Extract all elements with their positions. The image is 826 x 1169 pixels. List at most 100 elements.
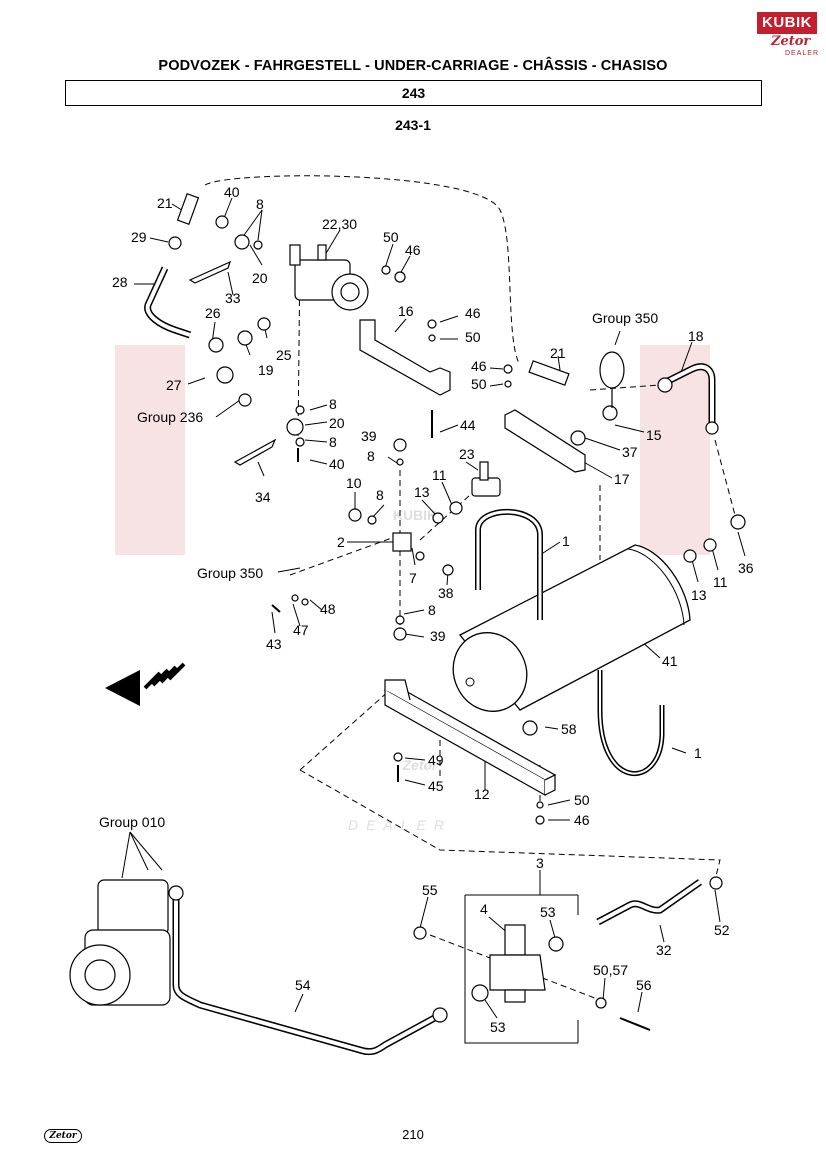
callout-50-57: 50,57	[593, 962, 628, 978]
callout-46a: 46	[405, 242, 421, 258]
guide-line-group350	[289, 534, 401, 576]
callout-13b: 13	[691, 587, 707, 603]
callout-33: 33	[225, 290, 241, 306]
callout-8e: 8	[376, 487, 384, 503]
guide-line-23	[419, 494, 471, 541]
callout-38: 38	[438, 585, 454, 601]
callout-25: 25	[276, 347, 292, 363]
clamps	[188, 260, 277, 466]
page-title: PODVOZEK - FAHRGESTELL - UNDER-CARRIAGE …	[158, 58, 668, 74]
callout-1a: 1	[562, 533, 570, 549]
callout-20b: 20	[329, 415, 345, 431]
bolts	[271, 410, 651, 1031]
callout-56: 56	[636, 977, 652, 993]
callout-4: 4	[480, 901, 488, 917]
callout-46d: 46	[574, 812, 590, 828]
callout-21a: 21	[157, 195, 173, 211]
callout-8d: 8	[367, 448, 375, 464]
callout-8c: 8	[329, 434, 337, 450]
callout-48: 48	[320, 601, 336, 617]
callout-27: 27	[166, 377, 182, 393]
guide-line-frame-left	[299, 689, 391, 771]
callout-43: 43	[266, 636, 282, 652]
guide-line-top-arc	[204, 175, 521, 366]
bracket-17	[504, 409, 586, 473]
callout-46c: 46	[471, 358, 487, 374]
watermark-kubik: KUBIK	[393, 507, 437, 523]
callout-44: 44	[460, 417, 476, 433]
watermark-dealer: DEALER	[348, 817, 452, 833]
direction-arrow-icon	[105, 662, 186, 706]
sub-group-number: 243-1	[395, 117, 431, 133]
guide-line-18	[589, 384, 661, 391]
callout-8f: 8	[428, 602, 436, 618]
logo-zetor-text: Zetor	[771, 34, 811, 49]
hose-1-upper-inner	[476, 510, 542, 620]
callout-50b: 50	[465, 329, 481, 345]
guide-line-36	[714, 439, 736, 516]
callout-37: 37	[622, 444, 638, 460]
callout-53a: 53	[540, 904, 556, 920]
callout-20a: 20	[252, 270, 268, 286]
callout-34: 34	[255, 489, 271, 505]
logo-dealer-text: DEALER	[785, 50, 820, 57]
callout-32: 32	[656, 942, 672, 958]
watermark-zetor: Zetor	[402, 757, 440, 773]
callout-58: 58	[561, 721, 577, 737]
callout-40a: 40	[224, 184, 240, 200]
kubik-zetor-logo: KUBIK Zetor DEALER	[757, 12, 820, 62]
callout-group-010: Group 010	[99, 814, 165, 830]
callout-28: 28	[112, 274, 128, 290]
valve-23	[471, 461, 501, 497]
callout-group-350-lower: Group 350	[197, 565, 263, 581]
callout-13a: 13	[414, 484, 430, 500]
frame-bracket-12	[383, 679, 557, 797]
callout-39b: 39	[430, 628, 446, 644]
bracket-16	[359, 319, 451, 396]
callout-50a: 50	[383, 229, 399, 245]
air-compressor	[69, 879, 171, 1006]
callout-45: 45	[428, 778, 444, 794]
callout-16: 16	[398, 303, 414, 319]
callout-53b: 53	[490, 1019, 506, 1035]
callout-group-350-upper: Group 350	[592, 310, 658, 326]
fitting-21-mid	[528, 360, 570, 386]
watermark: KUBIK Zetor DEALER	[115, 345, 710, 833]
callout-36: 36	[738, 560, 754, 576]
callout-52: 52	[714, 922, 730, 938]
fitting-21-upper	[176, 193, 200, 225]
callout-1b: 1	[694, 745, 702, 761]
callout-40b: 40	[329, 456, 345, 472]
leader-lines	[121, 197, 746, 1019]
callout-group-236: Group 236	[137, 409, 203, 425]
pipe-54-inner	[174, 895, 441, 1054]
callout-3: 3	[536, 855, 544, 871]
callout-17: 17	[614, 471, 630, 487]
pipe-32-inner	[597, 880, 702, 924]
callout-26: 26	[205, 305, 221, 321]
callout-15: 15	[646, 427, 662, 443]
group-350-device	[599, 351, 625, 408]
callout-50c: 50	[471, 376, 487, 392]
callout-49: 49	[428, 752, 444, 768]
callout-11b: 11	[713, 574, 728, 590]
pipe-28	[144, 266, 192, 339]
logo-kubik-text: KUBIK	[757, 12, 817, 34]
callout-50d: 50	[574, 792, 590, 808]
group-number-box: 243	[65, 80, 762, 106]
small-fittings	[168, 215, 746, 1023]
callout-10: 10	[346, 475, 362, 491]
group-3-bracket	[464, 894, 579, 1044]
callout-19: 19	[258, 362, 274, 378]
callout-55: 55	[422, 882, 438, 898]
callout-41: 41	[662, 653, 678, 669]
callout-8b: 8	[329, 396, 337, 412]
guide-line-bottom	[299, 769, 721, 881]
component-22-30	[289, 244, 369, 311]
callout-18: 18	[688, 328, 704, 344]
callout-7: 7	[409, 570, 417, 586]
callout-21b: 21	[550, 345, 566, 361]
valve-block-2	[392, 532, 412, 552]
callout-39a: 39	[361, 428, 377, 444]
